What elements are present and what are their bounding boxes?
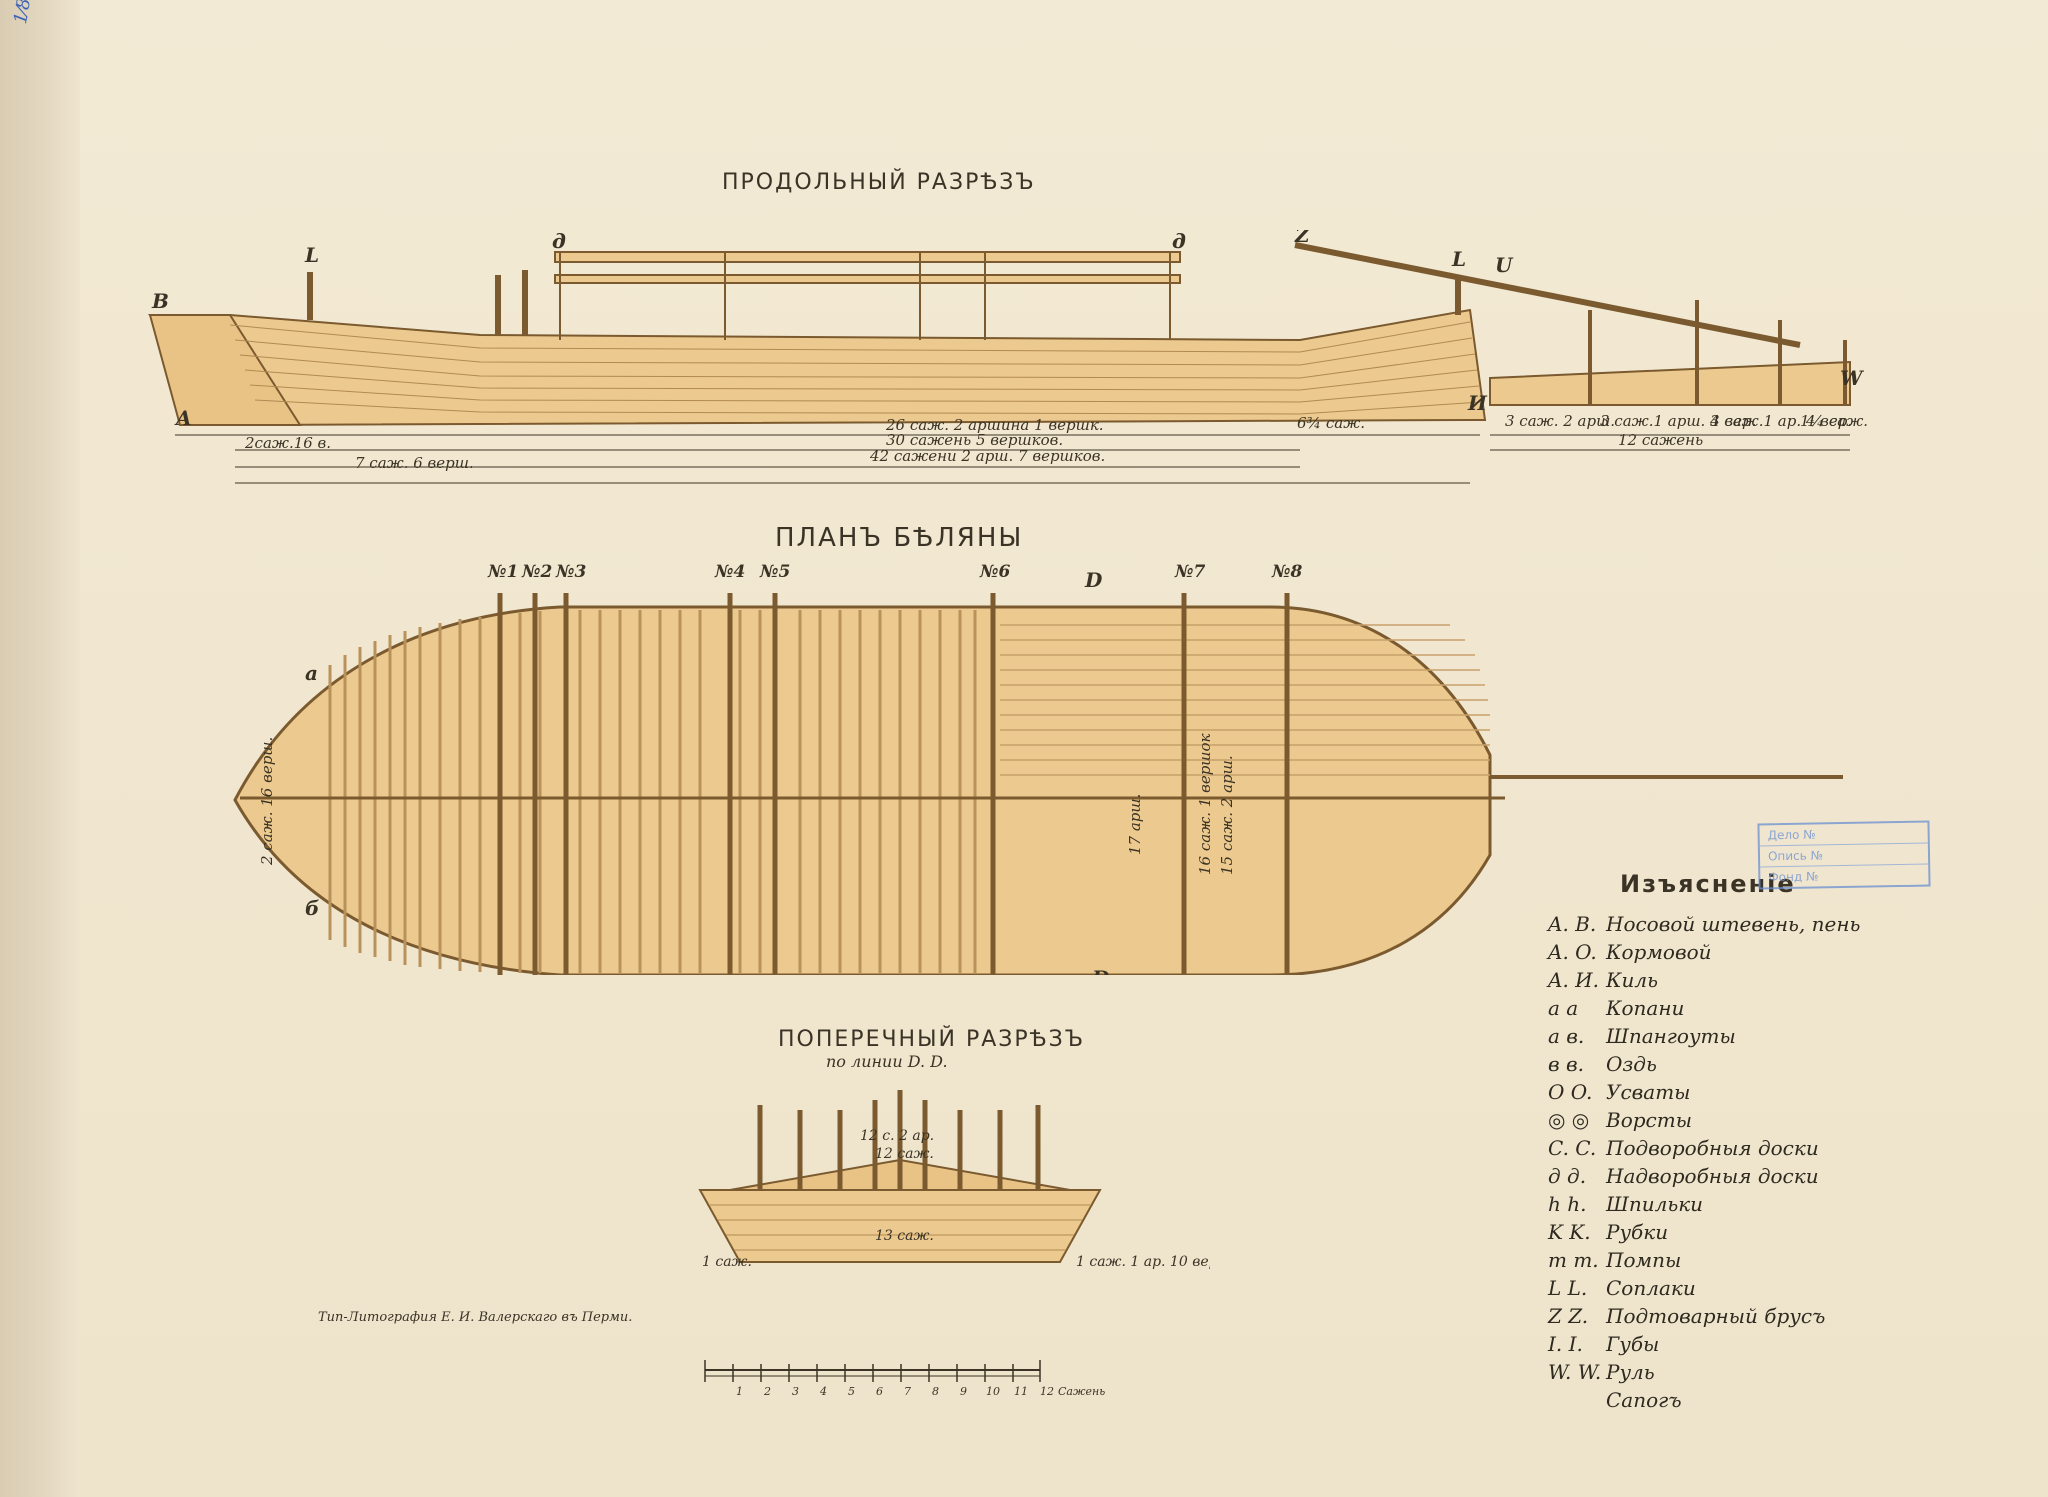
scale-tick: 4 (819, 1385, 827, 1398)
legend-row: C. C.Подворобныя доски (1548, 1136, 1819, 1160)
steering-sweep (1294, 242, 1801, 348)
letter-d2: д (1172, 230, 1186, 253)
rudder-posts (1588, 300, 1847, 405)
legend-row: L L.Соплаки (1548, 1276, 1696, 1300)
paper-edge (0, 0, 80, 1497)
cross-dim-bottom: 13 саж. (875, 1228, 934, 1244)
dim-main-length: 26 саж. 2 аршина 1 вершк. (885, 416, 1104, 434)
dim-rudder-4: 1¼ саж. (1800, 412, 1868, 430)
legend-title: Изъясненiе (1620, 870, 1796, 898)
cross-section-title: ПОПЕРЕЧНЫЙ РАЗРѢЗЪ (778, 1027, 1086, 1052)
legend-row: A. O.Кормовой (1548, 940, 1712, 964)
scale-tick: 10 (986, 1385, 1000, 1398)
letter-d1: д (552, 230, 566, 253)
plan-bow-length: 2 саж. 16 верш. (258, 737, 276, 866)
legend-row: W. W.Руль (1548, 1360, 1655, 1384)
frame-label-3: №3 (555, 562, 586, 582)
frame-label-1: №1 (487, 562, 518, 582)
scale-tick: 7 (904, 1385, 911, 1398)
frame-label-2: №2 (521, 562, 552, 582)
letter-Z: Z (1294, 230, 1311, 247)
frame-label-7: №7 (1174, 562, 1205, 582)
scale-tick: 11 (1014, 1385, 1028, 1398)
plan-title: ПЛАНЪ БѢЛЯНЫ (775, 523, 1024, 553)
plan-frames (497, 593, 1290, 975)
plan-width-3: 15 саж. 2 арш. (1218, 755, 1236, 875)
cross-dim-middle: 12 саж. (875, 1146, 934, 1162)
legend-row: A. И.Киль (1548, 968, 1658, 992)
legend-row: K K.Рубки (1548, 1220, 1669, 1244)
legend-row: O O.Усваты (1548, 1080, 1691, 1104)
planking-lines (229, 321, 1482, 415)
cross-dim-right: 1 саж. 1 ар. 10 вер. (1076, 1254, 1210, 1270)
deck-posts (307, 270, 1461, 336)
frame-label-5: №5 (759, 562, 790, 582)
plan-letter-a: а (305, 661, 318, 685)
scale-tick: 5 (848, 1385, 855, 1398)
archive-stamp: Дело № Опись № Фонд № (1757, 820, 1931, 890)
letter-A: A (174, 406, 192, 430)
frame-label-8: №8 (1271, 562, 1302, 582)
letter-L: L (304, 243, 319, 267)
scale-tick: 9 (960, 1385, 967, 1398)
deckhouse (554, 251, 1181, 340)
letter-I: И (1467, 391, 1488, 415)
plan-letter-b: б (305, 896, 319, 920)
legend-row: Сапогъ (1606, 1388, 1682, 1412)
dim-bow-length: 2саж.16 в. (244, 434, 331, 452)
legend-row: I. I.Губы (1548, 1332, 1660, 1356)
plan-letter-D-top: D (1084, 568, 1103, 592)
legend-row: а в.Шпангоуты (1548, 1024, 1736, 1048)
frame-label-4: №4 (714, 562, 745, 582)
cross-dim-top: 12 с. 2 ар. (860, 1128, 934, 1144)
legend-row: в в.Оздь (1548, 1052, 1657, 1076)
scale-tick: 8 (932, 1385, 939, 1398)
legend-row: д д.Надворобныя доски (1548, 1164, 1819, 1188)
dim-rudder-2: 3 саж.1 арш. 4 вер. (1600, 412, 1756, 430)
rudder (1489, 360, 1851, 406)
dim-30-sazhen: 30 сажень 5 вершков. (886, 431, 1063, 449)
longitudinal-section: 2саж.16 в. 7 саж. 6 верш. 26 саж. 2 арши… (147, 230, 1868, 484)
longitudinal-section-title: ПРОДОЛЬНЫЙ РАЗРѢЗЪ (722, 170, 1036, 195)
scale-unit: Сажень (1058, 1385, 1105, 1398)
hull-profile (147, 308, 1487, 427)
bow-stem (148, 314, 302, 426)
scale-tick: 1 (736, 1385, 743, 1398)
plan-view: №1 №2 №3 №4 №5 №6 №7 №8 17 арш. 16 саж. … (233, 562, 1843, 975)
dim-rudder-1: 3 саж. 2 арш. (1505, 412, 1615, 430)
plan-width-1: 17 арш. (1126, 794, 1144, 855)
cross-dim-left: 1 саж. (702, 1254, 752, 1270)
dim-segment-7: 7 саж. 6 верш. (355, 454, 474, 472)
legend-row: т т.Помпы (1548, 1248, 1682, 1272)
cross-section-subtitle: по линии D. D. (826, 1052, 948, 1071)
dimension-lines (175, 434, 1850, 484)
letter-B: B (151, 289, 169, 313)
letter-L2: L (1451, 247, 1466, 271)
plan-hull-outline (233, 605, 1492, 975)
cross-section: 12 с. 2 ар. 12 саж. 13 саж. 1 саж. 1 саж… (698, 1090, 1210, 1270)
letter-W: W (1840, 366, 1865, 390)
scale-bar: 1 2 3 4 5 6 7 8 9 10 11 12 Сажень (704, 1360, 1105, 1398)
printer-imprint: Тип-Литография Е. И. Валерскаго въ Перми… (318, 1310, 633, 1325)
cross-posts (757, 1090, 1041, 1190)
plan-width-2: 16 саж. 1 вершок (1196, 733, 1214, 875)
dim-42-sazhen: 42 сажени 2 арш. 7 вершков. (869, 447, 1105, 465)
dim-rudder-total: 12 сажень (1618, 431, 1703, 449)
legend-row: ◎ ◎Ворсты (1548, 1108, 1692, 1132)
letter-U: U (1495, 253, 1514, 277)
deck-planks (1000, 624, 1490, 776)
legend-row: Z Z.Подтоварный брусъ (1548, 1304, 1826, 1328)
scale-tick: 12 (1040, 1385, 1054, 1398)
scale-tick: 2 (763, 1385, 771, 1398)
scale-tick: 6 (876, 1385, 883, 1398)
dim-rudder-3: 3 саж.1 ар. 4 вер. (1710, 412, 1852, 430)
dim-stern: 6¾ саж. (1297, 414, 1365, 432)
legend-row: A. B.Носовой штевень, пень (1548, 912, 1861, 936)
cross-hull (698, 1189, 1102, 1263)
legend-row: h h.Шпильки (1548, 1192, 1704, 1216)
plan-letter-D-bottom: D (1091, 966, 1110, 975)
frame-label-6: №6 (979, 562, 1010, 582)
scale-tick: 3 (792, 1385, 799, 1398)
